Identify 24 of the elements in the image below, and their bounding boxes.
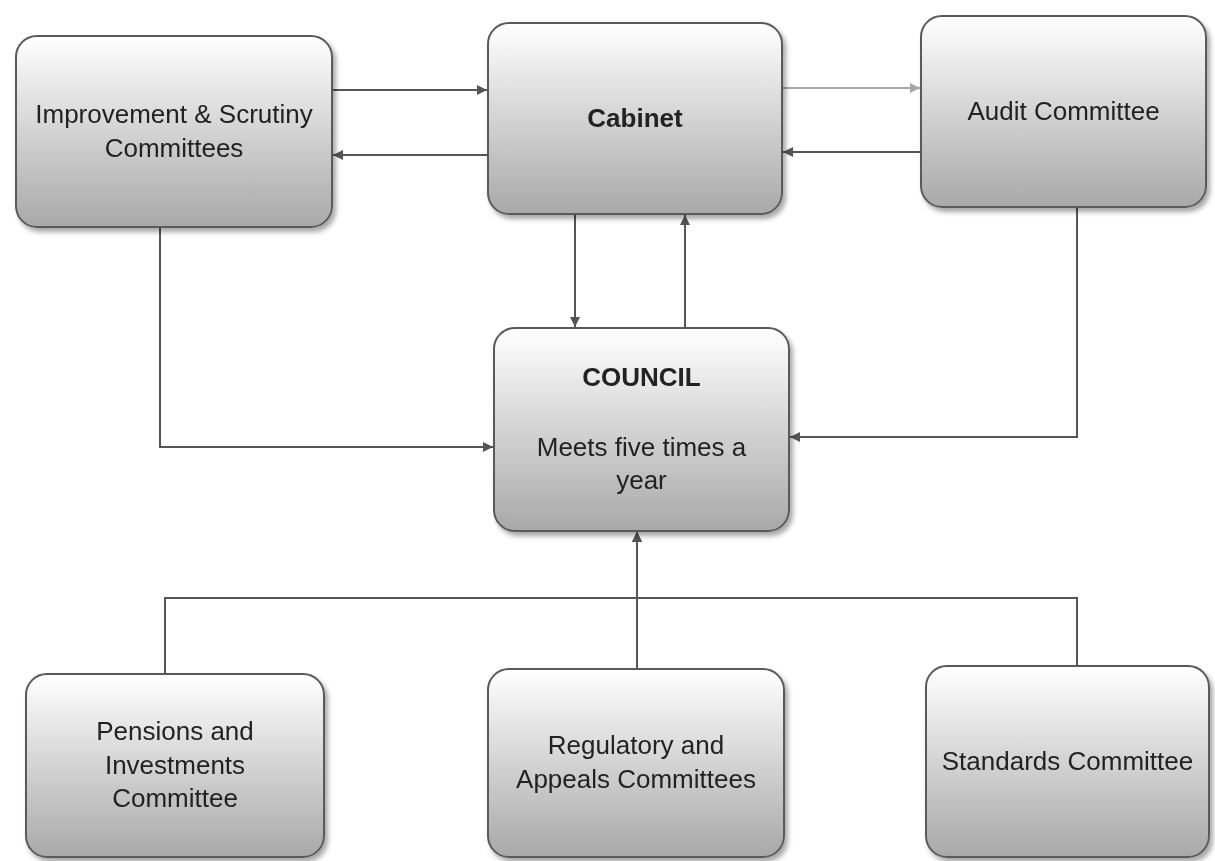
rounded-box [25,673,325,858]
arrow [789,207,1078,442]
box-label: Pensions and Investments Committee [95,714,255,816]
arrow [159,227,494,452]
arrow [570,214,580,328]
arrow [332,85,488,95]
rounded-box [925,665,1210,858]
arrow [332,150,488,160]
box-label: Improvement & Scrutiny Committees [34,97,314,165]
arrow [680,214,690,328]
rounded-box [920,15,1207,208]
box-label: Audit Committee [967,94,1160,128]
arrow [782,83,921,93]
box-heading: COUNCIL [582,360,701,394]
arrow [632,531,1078,666]
rounded-box [487,668,785,858]
arrow [782,147,921,157]
box-label: Regulatory and Appeals Committees [515,729,757,796]
rounded-box [15,35,333,228]
box-label: Standards Committee [941,744,1194,778]
box-label: Cabinet [587,101,683,135]
rounded-box [493,327,790,532]
box-label: Meets five times a year [535,430,748,498]
rounded-box [487,22,783,215]
